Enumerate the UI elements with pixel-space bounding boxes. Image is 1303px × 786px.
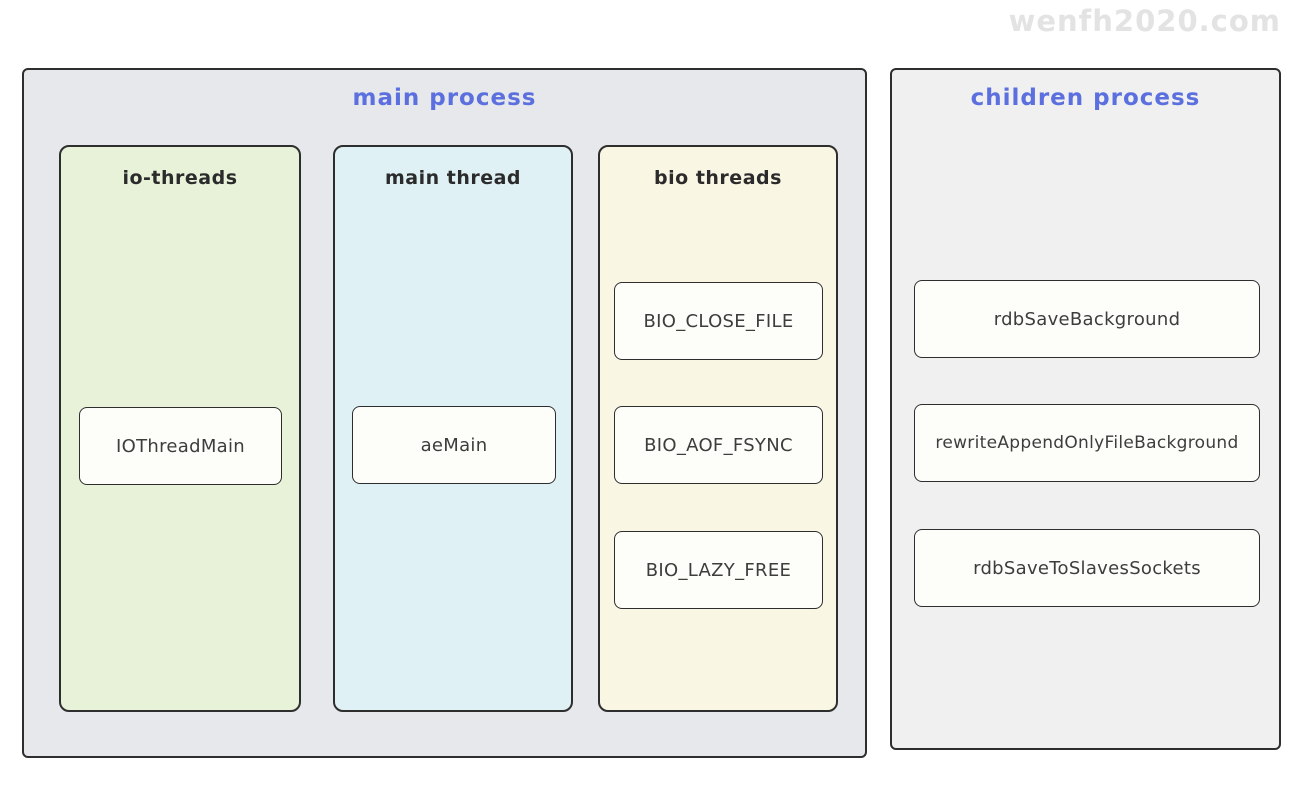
node-rdbsavetoslavessockets: rdbSaveToSlavesSockets	[914, 529, 1260, 607]
main-process-title: main process	[352, 85, 537, 111]
bio-threads-column: bio threads BIO_CLOSE_FILE BIO_AOF_FSYNC…	[598, 145, 838, 712]
watermark: wenfh2020.com	[1008, 4, 1281, 38]
node-iothreadmain: IOThreadMain	[79, 407, 282, 485]
node-aemain: aeMain	[352, 406, 556, 484]
main-thread-title: main thread	[384, 167, 522, 189]
node-bio-aof-fsync: BIO_AOF_FSYNC	[614, 406, 823, 484]
node-rewriteappendonlyfilebackground: rewriteAppendOnlyFileBackground	[914, 404, 1260, 482]
children-process-title: children process	[970, 85, 1201, 111]
bio-threads-title: bio threads	[654, 167, 782, 189]
children-process-container: children process rdbSaveBackground rewri…	[890, 68, 1281, 750]
io-threads-column: io-threads IOThreadMain	[59, 145, 301, 712]
main-process-container: main process io-threads IOThreadMain mai…	[22, 68, 867, 758]
node-bio-lazy-free: BIO_LAZY_FREE	[614, 531, 823, 609]
node-rdbsavebackground: rdbSaveBackground	[914, 280, 1260, 358]
node-bio-close-file: BIO_CLOSE_FILE	[614, 282, 823, 360]
main-thread-column: main thread aeMain	[333, 145, 573, 712]
io-threads-title: io-threads	[122, 167, 238, 189]
